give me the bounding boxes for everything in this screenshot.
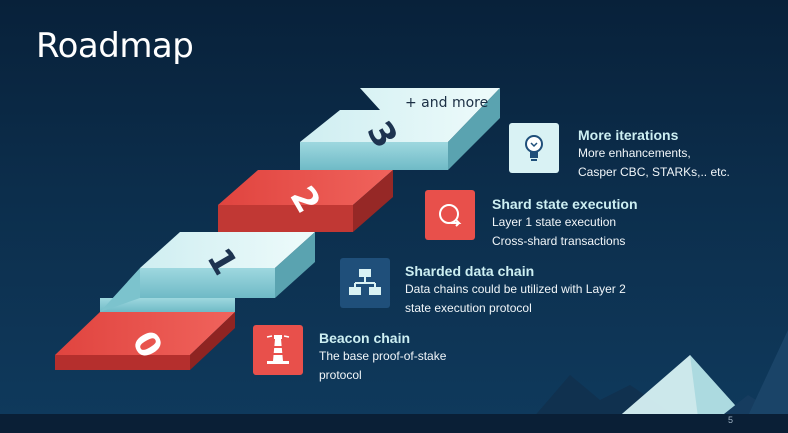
beacon-chain-title: Beacon chain — [319, 330, 411, 346]
sharded-data-icon-box — [340, 258, 390, 308]
step-3-arrow — [300, 88, 500, 170]
shard-state-title: Shard state execution — [492, 196, 638, 212]
step-0 — [55, 312, 235, 370]
sharded-data-title: Sharded data chain — [405, 263, 535, 279]
shard-state-icon-box — [425, 190, 475, 240]
sitemap-icon — [349, 269, 381, 295]
mountains — [0, 330, 788, 433]
shard-state-desc-1: Layer 1 state execution — [492, 215, 617, 229]
cycle-arrow-icon — [439, 204, 462, 227]
step-1 — [100, 232, 315, 312]
lightbulb-icon — [525, 135, 543, 161]
beacon-chain-desc-1: The base proof-of-stake — [319, 349, 447, 363]
more-iterations-desc-2: Casper CBC, STARKs,.. etc. — [578, 165, 730, 179]
sharded-data-text: Sharded data chain Data chains could be … — [405, 262, 626, 318]
sharded-data-desc-1: Data chains could be utilized with Layer… — [405, 282, 626, 296]
lighthouse-icon — [266, 335, 290, 364]
more-iterations-desc-1: More enhancements, — [578, 146, 691, 160]
page-number: 5 — [727, 415, 733, 425]
more-iterations-icon-box — [509, 123, 559, 173]
more-iterations-title: More iterations — [578, 127, 679, 143]
step-2 — [218, 170, 393, 232]
beacon-chain-text: Beacon chain The base proof-of-stake pro… — [319, 329, 446, 385]
shard-state-desc-2: Cross-shard transactions — [492, 234, 626, 248]
slide-title: Roadmap — [36, 26, 194, 66]
and-more-label: + and more — [405, 95, 489, 111]
sharded-data-desc-2: state execution protocol — [405, 301, 532, 315]
beacon-chain-desc-2: protocol — [319, 368, 362, 382]
shard-state-text: Shard state execution Layer 1 state exec… — [492, 195, 638, 251]
more-iterations-text: More iterations More enhancements, Caspe… — [578, 126, 730, 182]
beacon-chain-icon-box — [253, 325, 303, 375]
